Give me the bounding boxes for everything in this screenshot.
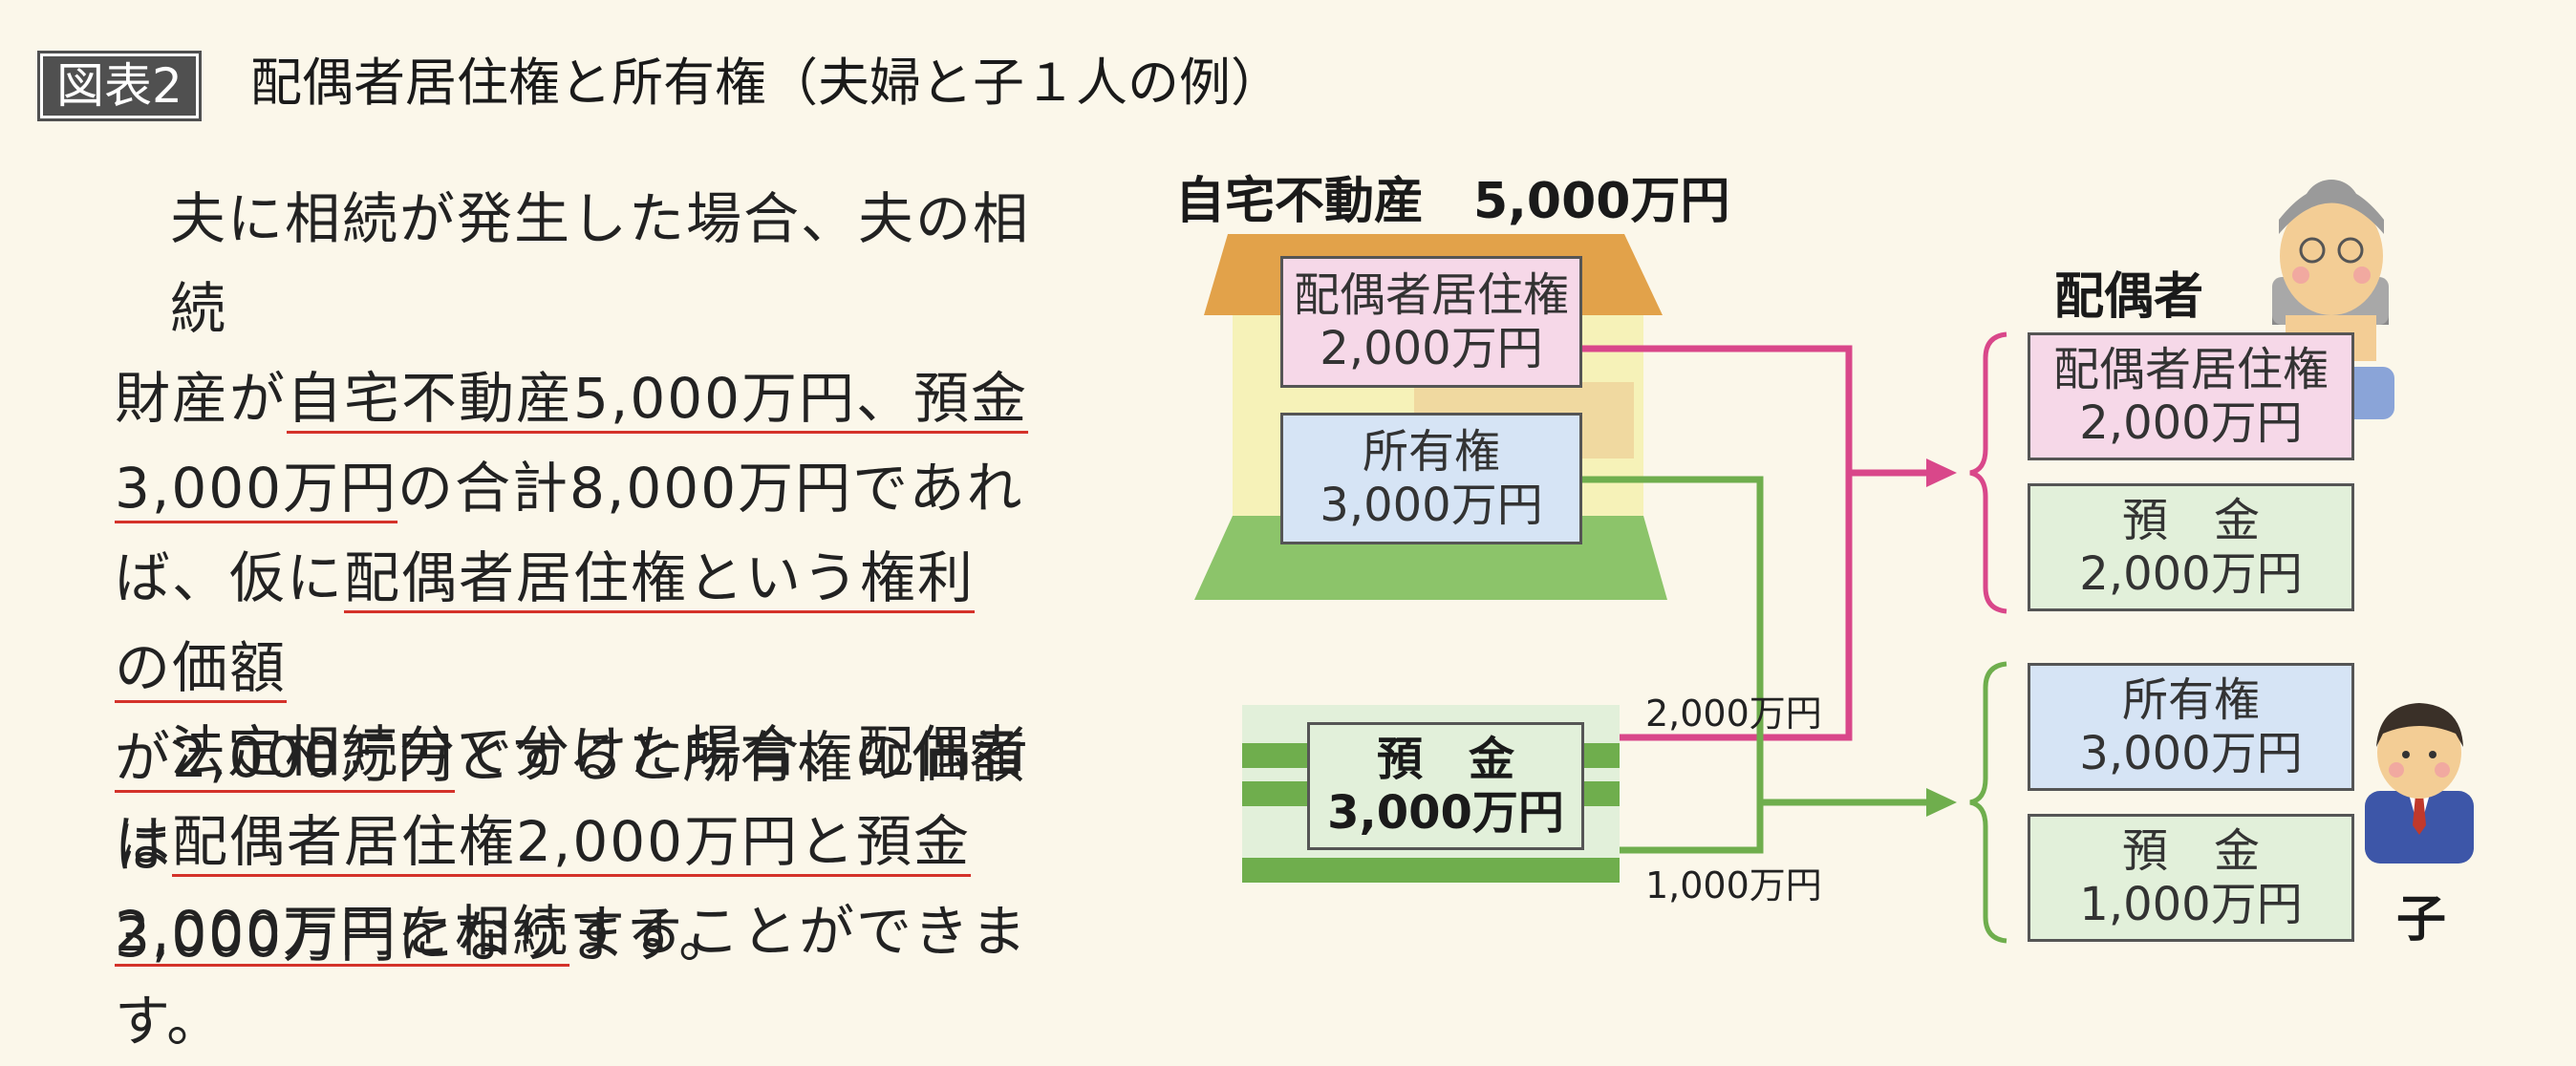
child-deposit-box: 預 金 1,000万円	[2028, 814, 2354, 942]
para1-line4-text: ば、仮に	[115, 545, 345, 610]
para2-line2: は配偶者居住権2,000万円と預金	[115, 797, 1032, 886]
para2-line2-underlined: 配偶者居住権2,000万円と預金	[172, 809, 972, 874]
house-residence-right-amount: 2,000万円	[1320, 322, 1543, 375]
para1-line2: 財産が自宅不動産5,000万円、預金	[115, 353, 1032, 443]
paragraph-2: 法定相続分で分けた場合、配偶者 は配偶者居住権2,000万円と預金 2,000万…	[115, 707, 1032, 1066]
flow-amount-bottom: 1,000万円	[1645, 864, 1822, 906]
spouse-brace	[1969, 331, 2007, 614]
para1-line5-underlined: が2,000万円	[115, 725, 456, 790]
house-heading: 自宅不動産 5,000万円	[1175, 173, 1730, 230]
para1-line3-text: の合計8,000万円であれ	[397, 456, 1024, 521]
spouse-deposit-box: 預 金 2,000万円	[2028, 483, 2354, 611]
para1-line5-text: とすると所有権の価額は	[115, 725, 1027, 880]
spouse-deposit-label: 預 金	[2121, 494, 2260, 547]
figure-number-tag: 図表2	[37, 51, 202, 121]
para1-line2-text: 財産が	[115, 366, 288, 431]
house-ownership-box: 所有権 3,000万円	[1280, 413, 1582, 544]
para1-line2-underlined: 自宅不動産5,000万円、預金	[287, 366, 1029, 431]
deposit-band-bottom	[1242, 858, 1620, 883]
green-arrowhead	[1926, 788, 1957, 817]
house-ownership-amount: 3,000万円	[1320, 479, 1543, 532]
child-ownership-box: 所有権 3,000万円	[2028, 663, 2354, 791]
spouse-deposit-amount: 2,000万円	[2079, 547, 2303, 601]
green-flow-line	[1578, 476, 1764, 854]
spouse-residence-right-amount: 2,000万円	[2079, 396, 2303, 450]
child-deposit-amount: 1,000万円	[2079, 878, 2303, 931]
child-deposit-label: 預 金	[2121, 824, 2260, 878]
para2-line3: 2,000万円を相続することができます。	[115, 886, 1032, 1066]
para1-line1: 夫に相続が発生した場合、夫の相続	[170, 186, 1031, 341]
para1-line4: ば、仮に配偶者居住権という権利の価額	[115, 533, 1032, 713]
deposit-label: 預 金	[1376, 733, 1514, 786]
spouse-residence-right-label: 配偶者居住権	[2052, 343, 2329, 396]
deposit-amount: 3,000万円	[1327, 786, 1564, 840]
para1-line3-underlined: 3,000万円	[115, 456, 398, 521]
para1-line6: 3,000万円になります。	[115, 905, 737, 970]
pink-flow-line	[1578, 345, 1853, 741]
para2-line3-text: することができます。	[115, 899, 1029, 1054]
house-ownership-label: 所有権	[1362, 425, 1500, 479]
child-brace	[1969, 661, 2007, 944]
para1-line3: 3,000万円の合計8,000万円であれ	[115, 443, 1032, 533]
child-ownership-label: 所有権	[2121, 673, 2260, 727]
child-person-icon	[2365, 703, 2474, 863]
deposit-box: 預 金 3,000万円	[1307, 722, 1584, 850]
house-residence-right-box: 配偶者居住権 2,000万円	[1280, 256, 1582, 388]
para1-line5: が2,000万円とすると所有権の価額は	[115, 713, 1032, 892]
flow-amount-top: 2,000万円	[1645, 693, 1822, 735]
pink-arrowhead	[1926, 458, 1957, 487]
spouse-residence-right-box: 配偶者居住権 2,000万円	[2028, 332, 2354, 460]
para1-line4-underlined: 配偶者居住権という権利の価額	[115, 545, 976, 700]
para2-line2-text: は	[115, 809, 173, 874]
child-ownership-amount: 3,000万円	[2079, 727, 2303, 780]
paragraph-1: 夫に相続が発生した場合、夫の相続 財産が自宅不動産5,000万円、預金 3,00…	[115, 174, 1032, 982]
child-label: 子	[2396, 891, 2447, 949]
para2-line1: 法定相続分で分けた場合、配偶者	[170, 719, 1031, 784]
spouse-label: 配偶者	[2054, 268, 2204, 326]
house-residence-right-label: 配偶者居住権	[1293, 268, 1569, 322]
para2-line3-underlined: 2,000万円を相続	[115, 899, 570, 964]
figure-title: 配偶者居住権と所有権（夫婦と子１人の例）	[250, 53, 1282, 113]
